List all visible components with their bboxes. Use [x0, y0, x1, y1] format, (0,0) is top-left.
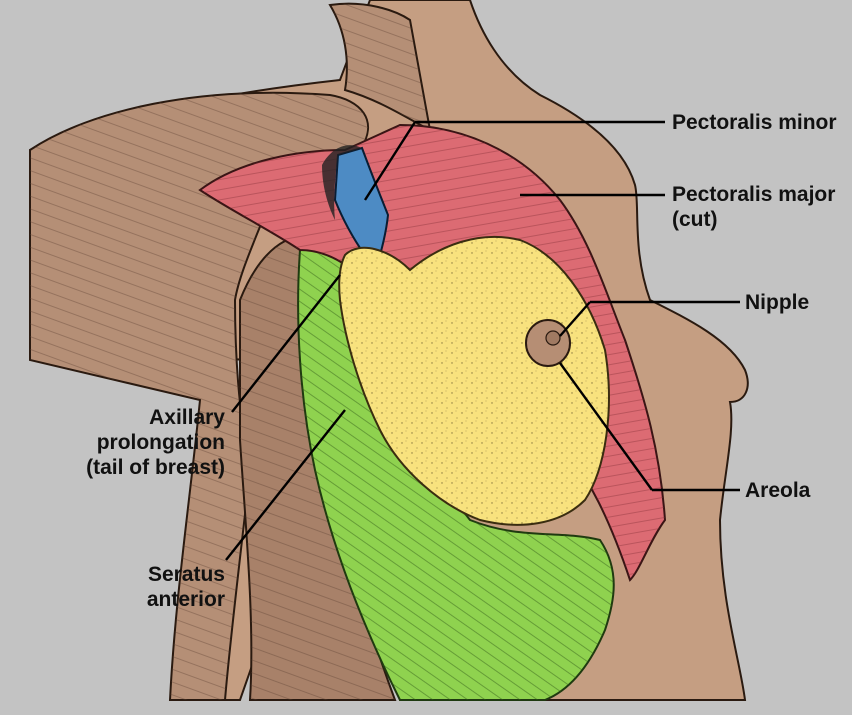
label-pectoralis-minor-text: Pectoralis minor	[672, 110, 837, 135]
label-pectoralis-major-line1: Pectoralis major	[672, 182, 835, 207]
nipple	[546, 331, 560, 345]
label-seratus-line1: Seratus	[50, 562, 225, 587]
label-pectoralis-major: Pectoralis major (cut)	[672, 182, 835, 232]
label-areola-text: Areola	[745, 478, 810, 503]
label-areola: Areola	[745, 478, 810, 503]
label-axillary-line2: prolongation	[50, 430, 225, 455]
label-axillary-prolongation: Axillary prolongation (tail of breast)	[50, 405, 225, 480]
label-seratus-anterior: Seratus anterior	[50, 562, 225, 612]
label-axillary-line1: Axillary	[50, 405, 225, 430]
label-pectoralis-minor: Pectoralis minor	[672, 110, 837, 135]
label-nipple: Nipple	[745, 290, 809, 315]
label-axillary-line3: (tail of breast)	[50, 455, 225, 480]
label-nipple-text: Nipple	[745, 290, 809, 315]
label-seratus-line2: anterior	[50, 587, 225, 612]
label-pectoralis-major-line2: (cut)	[672, 207, 835, 232]
